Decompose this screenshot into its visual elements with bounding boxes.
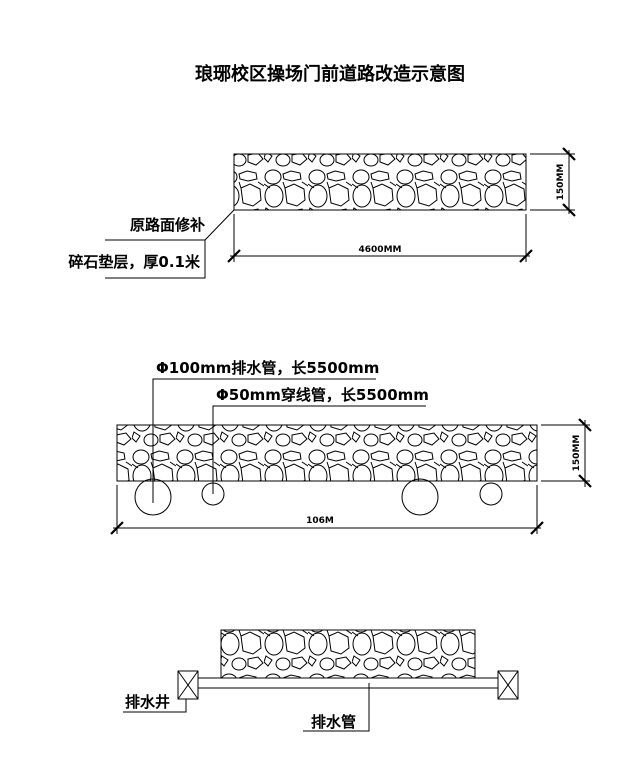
drain-pipe-circle bbox=[401, 478, 439, 516]
drain-well-label: 排水井 bbox=[125, 693, 170, 711]
section-3-drainage: 排水井 排水管 bbox=[123, 629, 519, 732]
repair-label: 原路面修补 bbox=[130, 216, 205, 234]
height-dimension: 150MM bbox=[556, 164, 566, 201]
drain-pipe-label: 排水管 bbox=[311, 713, 356, 731]
section-1-road-repair: 150MM 4600MM 原路面修补 碎石垫层，厚0.1米 bbox=[68, 147, 576, 279]
drain-pipe-label: Φ100mm排水管，长5500mm bbox=[156, 359, 379, 377]
drain-pipe bbox=[197, 677, 499, 689]
gravel-layer-3 bbox=[220, 629, 476, 679]
drain-well-right bbox=[497, 670, 519, 700]
gravel-layer-2 bbox=[116, 424, 538, 482]
width-dimension: 106M bbox=[306, 516, 334, 526]
height-dimension: 150MM bbox=[572, 435, 582, 472]
drain-well-left bbox=[177, 670, 199, 700]
conduit-circle bbox=[479, 482, 503, 506]
gravel-layer-label: 碎石垫层，厚0.1米 bbox=[68, 253, 201, 271]
conduit-label: Φ50mm穿线管，长5500mm bbox=[216, 386, 429, 404]
drawing-title: 琅琊校区操场门前道路改造示意图 bbox=[195, 63, 465, 85]
gravel-layer-1 bbox=[233, 153, 527, 211]
section-2-pipes: Φ100mm排水管，长5500mm Φ50mm穿线管，长5500mm 150MM… bbox=[110, 359, 592, 535]
width-dimension: 4600MM bbox=[359, 245, 402, 255]
